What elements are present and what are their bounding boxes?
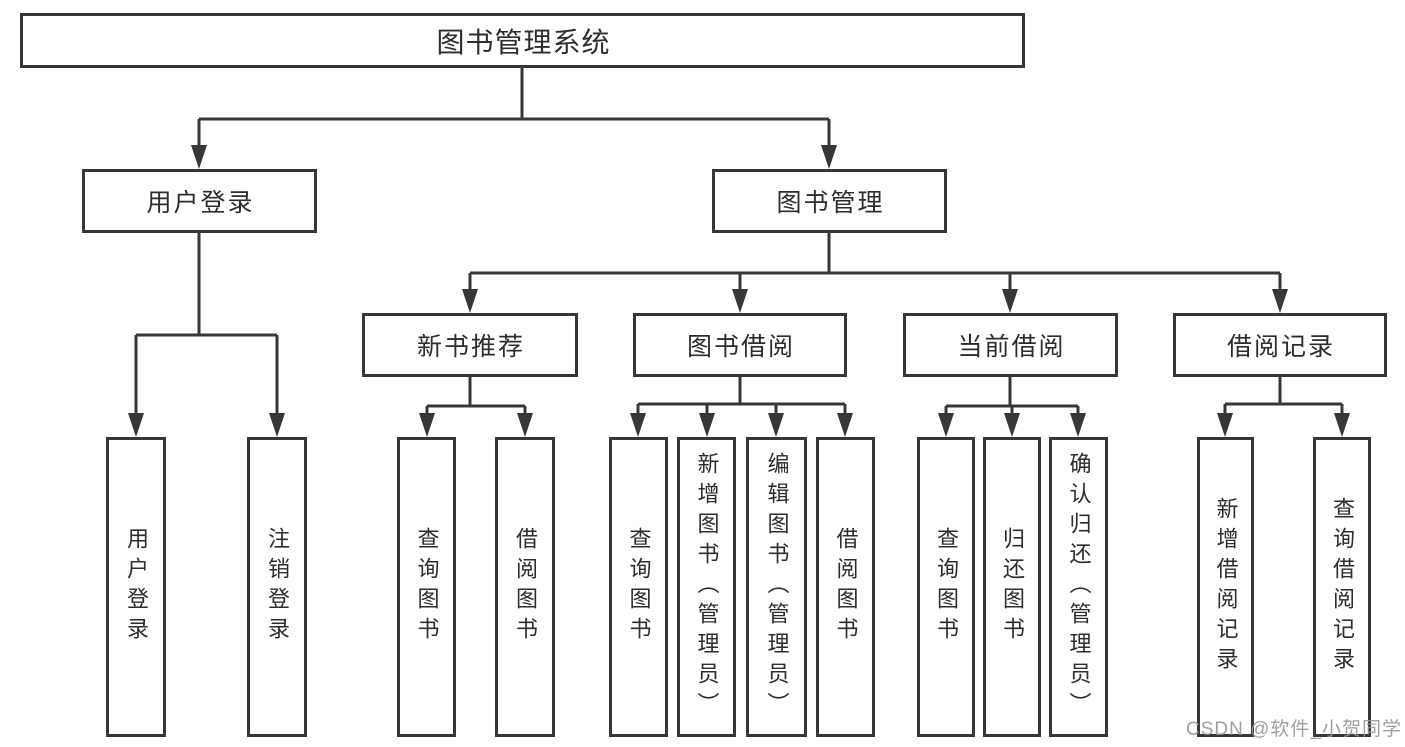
leaf-edit-book-admin: 编辑图书（管理员） xyxy=(746,437,807,737)
arrowheads xyxy=(128,145,1350,437)
leaf-add-borrow-record: 新增借阅记录 xyxy=(1197,437,1254,737)
leaf-logout: 注销登录 xyxy=(247,437,307,737)
node-borrowing-records: 借阅记录 xyxy=(1173,313,1387,377)
leaf-borrow-books-2: 借阅图书 xyxy=(816,437,875,737)
node-book-management: 图书管理 xyxy=(712,169,947,233)
leaf-query-books-2: 查询图书 xyxy=(609,437,668,737)
csdn-watermark: CSDN @软件_小贺同学 xyxy=(1186,719,1402,740)
leaf-query-borrow-record: 查询借阅记录 xyxy=(1313,437,1371,737)
node-current-borrowing: 当前借阅 xyxy=(903,313,1118,377)
node-library-system: 图书管理系统 xyxy=(20,13,1025,68)
node-book-borrowing: 图书借阅 xyxy=(633,313,847,377)
leaf-add-book-admin: 新增图书（管理员） xyxy=(677,437,736,737)
leaf-borrow-books: 借阅图书 xyxy=(495,437,555,737)
connector-segments xyxy=(134,68,1344,419)
leaf-user-login: 用户登录 xyxy=(106,437,166,737)
leaf-confirm-return-admin: 确认归还（管理员） xyxy=(1049,437,1108,737)
leaf-query-books: 查询图书 xyxy=(397,437,456,737)
leaf-query-books-3: 查询图书 xyxy=(917,437,975,737)
leaf-return-book: 归还图书 xyxy=(983,437,1041,737)
node-user-login-group: 用户登录 xyxy=(82,169,317,233)
node-new-book-recommend: 新书推荐 xyxy=(362,313,578,377)
